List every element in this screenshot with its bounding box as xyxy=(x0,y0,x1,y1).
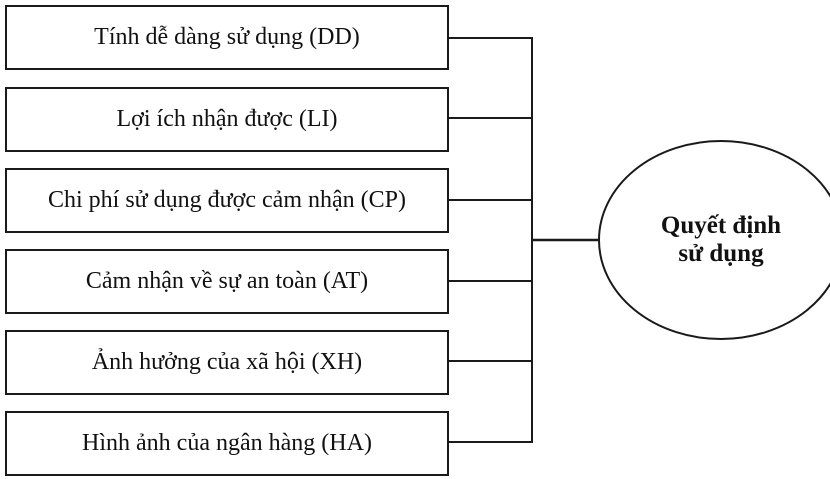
factor-box-dd: Tính dễ dàng sử dụng (DD) xyxy=(5,5,449,70)
factor-label: Tính dễ dàng sử dụng (DD) xyxy=(94,24,360,50)
factor-box-ha: Hình ảnh của ngân hàng (HA) xyxy=(5,411,449,476)
outcome-label-line1: Quyết định xyxy=(660,212,782,239)
factor-label: Chi phí sử dụng được cảm nhận (CP) xyxy=(47,187,406,213)
outcome-label: Quyết định sử dụng xyxy=(598,140,830,340)
outcome-ellipse xyxy=(598,140,830,340)
factor-box-li: Lợi ích nhận được (LI) xyxy=(5,87,449,152)
factor-label: Hình ảnh của ngân hàng (HA) xyxy=(82,430,372,456)
factor-label: Lợi ích nhận được (LI) xyxy=(116,106,338,132)
factor-label: Ảnh hưởng của xã hội (XH) xyxy=(91,349,363,375)
factor-label: Cảm nhận về sự an toàn (AT) xyxy=(85,268,369,294)
factor-box-at: Cảm nhận về sự an toàn (AT) xyxy=(5,249,449,314)
factor-box-xh: Ảnh hưởng của xã hội (XH) xyxy=(5,330,449,395)
factor-box-cp: Chi phí sử dụng được cảm nhận (CP) xyxy=(5,168,449,233)
outcome-label-line2: sử dụng xyxy=(678,240,764,267)
